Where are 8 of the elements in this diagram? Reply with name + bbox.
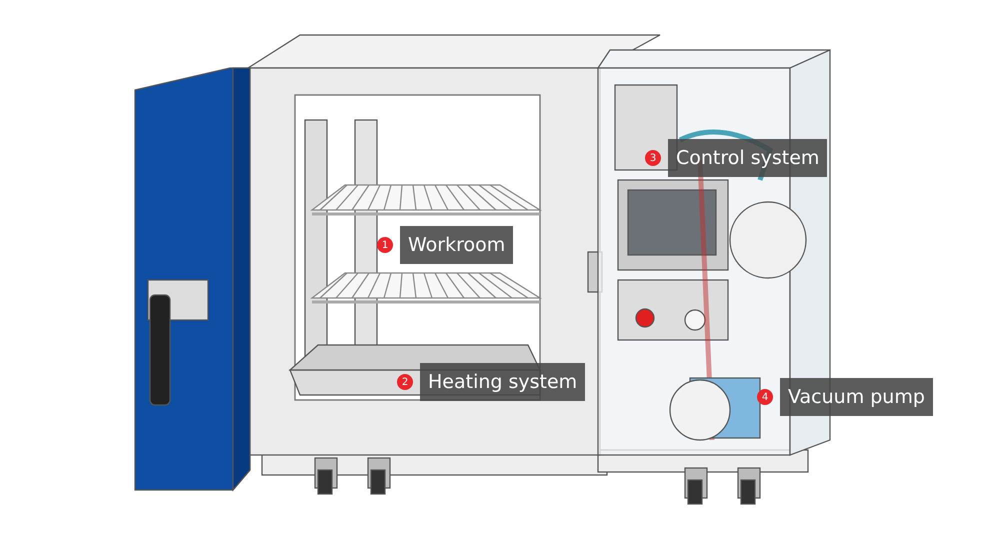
label-text: Heating system xyxy=(428,371,578,393)
label-text: Control system xyxy=(676,147,820,169)
callout-label xyxy=(780,378,933,416)
label-text: Workroom xyxy=(408,234,506,256)
label-text: Vacuum pump xyxy=(788,386,925,408)
callout-label xyxy=(420,363,586,401)
callout-label xyxy=(668,139,828,177)
callout-label xyxy=(400,226,514,264)
